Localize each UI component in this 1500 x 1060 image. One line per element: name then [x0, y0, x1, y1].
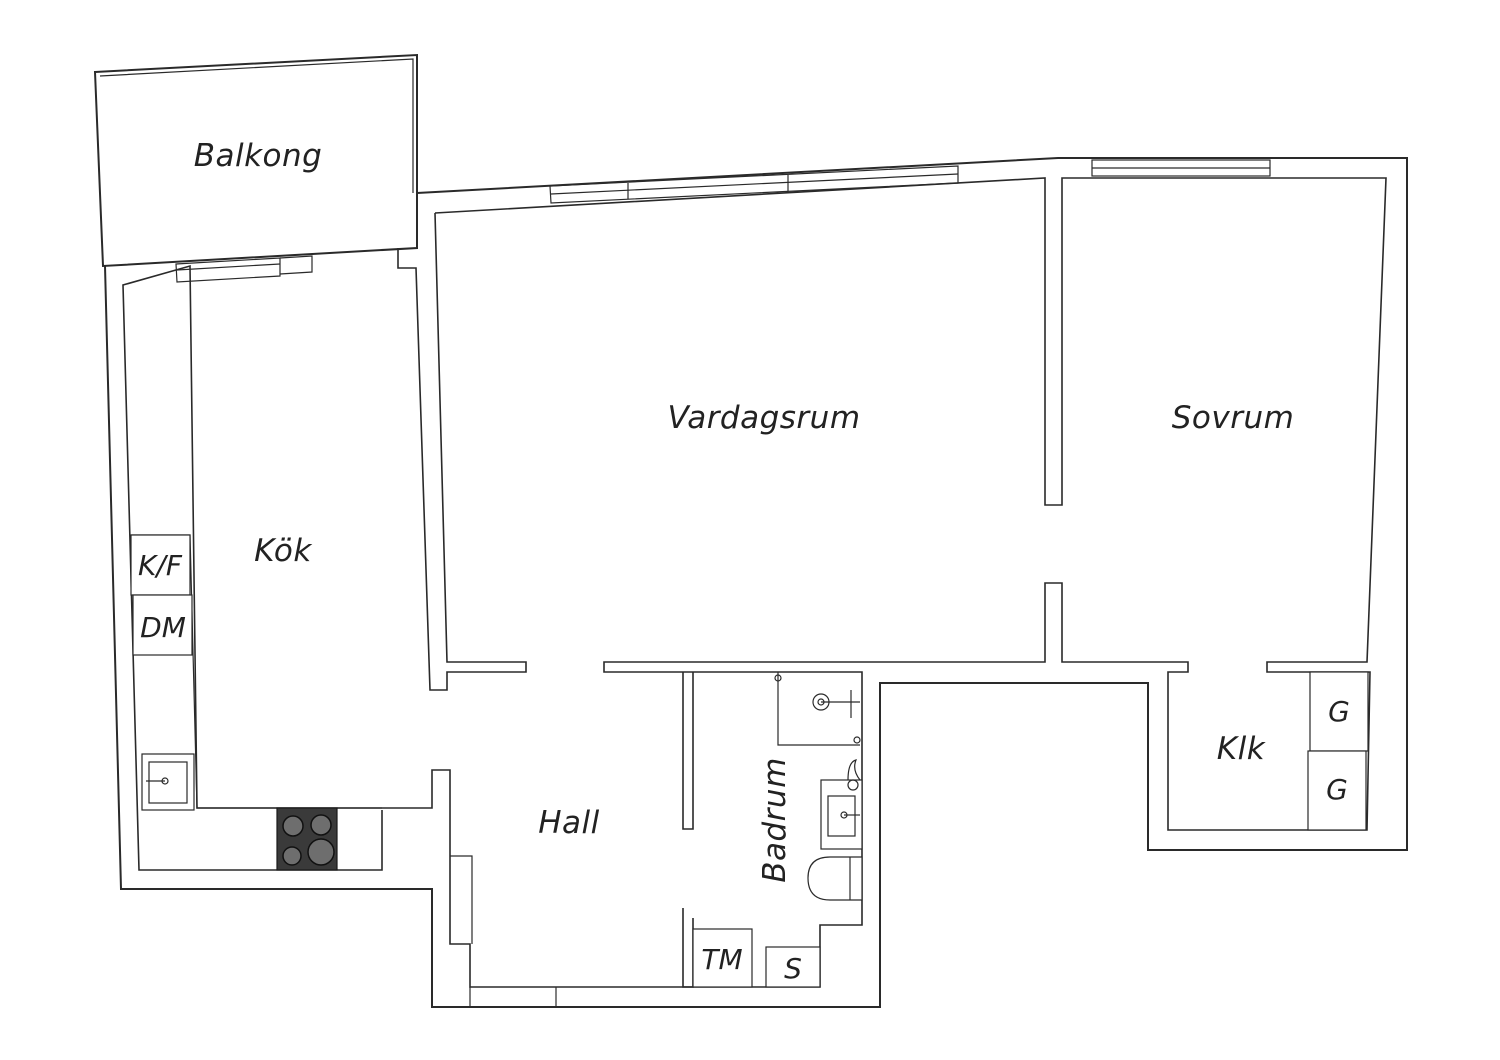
washbasin-icon	[820, 759, 863, 850]
dryer-label: S	[784, 952, 802, 985]
wardrobe-2-label: G	[1326, 773, 1348, 806]
exterior-walls	[104, 157, 1408, 1008]
closet-fixtures: G G	[1307, 671, 1369, 831]
bathroom-fixtures: Badrum	[757, 672, 863, 901]
wardrobe-1	[1309, 671, 1369, 752]
wardrobe-2	[1307, 750, 1367, 831]
stove-icon	[276, 807, 338, 871]
fridge-freezer	[130, 534, 191, 596]
wardrobe-1-label: G	[1328, 695, 1350, 728]
hall-label: Hall	[538, 805, 600, 841]
living-room-label: Vardagsrum	[667, 400, 860, 436]
dishwasher	[132, 594, 193, 656]
bedroom-label: Sovrum	[1172, 400, 1295, 436]
washing-machine-label: TM	[701, 943, 742, 976]
walk-in-closet-label: Klk	[1217, 731, 1266, 767]
laundry-fixtures: TM S	[692, 928, 821, 988]
dishwasher-label: DM	[140, 611, 186, 644]
shower-icon	[774, 672, 861, 746]
bathroom-label: Badrum	[757, 757, 793, 883]
fridge-freezer-label: K/F	[138, 549, 183, 582]
toilet-icon	[807, 856, 863, 901]
sink-icon	[141, 753, 195, 811]
kitchen-label: Kök	[254, 533, 312, 569]
kitchen-fixtures: K/F DM	[130, 534, 382, 871]
balcony: Balkong	[93, 53, 418, 268]
washing-machine	[692, 928, 753, 988]
windows	[175, 159, 1271, 283]
dryer	[765, 946, 821, 988]
balcony-label: Balkong	[194, 138, 323, 174]
